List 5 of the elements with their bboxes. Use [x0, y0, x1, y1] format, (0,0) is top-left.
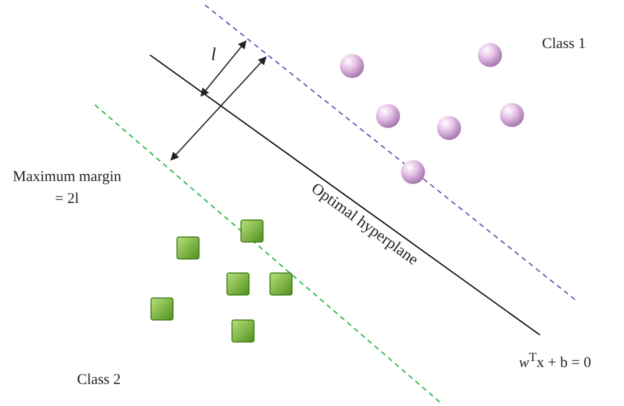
class-label: Class 2	[77, 372, 121, 389]
equation-label: w$^{T}$x + b = 0	[519, 350, 592, 372]
class-label: Class 1	[542, 36, 586, 53]
margin-label: Maximum margin = 2l	[12, 168, 122, 209]
margin-label: l	[211, 44, 216, 65]
